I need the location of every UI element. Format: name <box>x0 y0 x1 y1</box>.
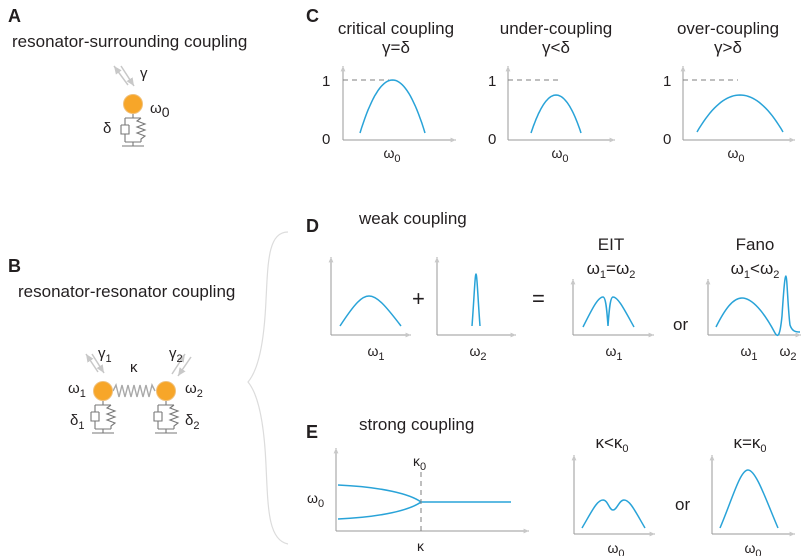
output-arrow-1 <box>91 353 105 374</box>
resonator-1-spectrum: ω1 <box>328 257 411 363</box>
resonator-a-diagram: γ ω0 δ <box>103 65 170 147</box>
resonator-ball-1 <box>93 381 113 401</box>
damper-spring-1 <box>90 401 117 434</box>
panel-c: C critical coupling γ=δ 1 0 ω0 under-cou… <box>306 6 795 165</box>
omega1-label: ω1 <box>68 380 86 400</box>
panel-e: E strong coupling ω0 κ0 κ κ<κ0 ω0 or κ=κ… <box>306 415 795 556</box>
kappa0-marker: κ0 <box>413 453 426 473</box>
equals-sign: = <box>532 286 545 311</box>
plot-title: under-coupling <box>500 19 612 38</box>
panel-b: B resonator-resonator coupling γ1 γ2 κ ω… <box>8 231 289 545</box>
x-axis-label: ω1 <box>367 343 384 363</box>
plot-condition: γ=δ <box>382 38 410 57</box>
panel-a: A resonator-surrounding coupling γ ω0 δ <box>8 6 247 147</box>
condition-label: κ<κ0 <box>595 433 628 455</box>
grouping-brace <box>247 231 289 545</box>
plot-title: over-coupling <box>677 19 779 38</box>
gamma2-label: γ2 <box>169 345 183 365</box>
under-coupling-plot: under-coupling γ<δ 1 0 ω0 <box>488 19 615 165</box>
panel-b-title: resonator-resonator coupling <box>18 282 235 301</box>
y-tick-1: 1 <box>663 73 671 90</box>
x-axis-label: ω0 <box>551 145 568 165</box>
resonator-2-spectrum: ω2 <box>434 257 516 363</box>
panel-a-title: resonator-surrounding coupling <box>12 32 247 51</box>
omega2-label: ω2 <box>185 380 203 400</box>
critical-coupling-plot: critical coupling γ=δ 1 0 ω0 <box>322 19 456 165</box>
panel-d-letter: D <box>306 216 319 236</box>
panel-a-letter: A <box>8 6 21 26</box>
transmission-curve <box>530 94 582 134</box>
panel-d-title: weak coupling <box>358 209 467 228</box>
plot-title: critical coupling <box>338 19 454 38</box>
upper-branch <box>337 484 422 503</box>
fano-title: Fano <box>736 235 775 254</box>
delta2-label: δ2 <box>185 412 199 432</box>
lorentzian-curve-1 <box>339 295 402 327</box>
fano-condition: ω1<ω2 <box>731 259 780 281</box>
plus-sign: + <box>412 286 425 311</box>
x-axis-label: ω0 <box>744 540 761 556</box>
condition-label: κ=κ0 <box>733 433 766 455</box>
coupling-spring <box>112 382 156 398</box>
input-arrow <box>113 65 129 86</box>
delta-label: δ <box>103 120 111 137</box>
fano-curve <box>715 275 801 337</box>
omega-label: ω0 <box>150 100 170 120</box>
y-axis-label: ω0 <box>307 490 324 510</box>
panel-d: D weak coupling ω1 + ω2 = EIT ω1=ω2 ω1 o… <box>306 209 801 363</box>
eit-condition: ω1=ω2 <box>587 259 636 281</box>
gamma1-label: γ1 <box>98 345 112 365</box>
y-tick-0: 0 <box>488 131 496 148</box>
eit-spectrum: EIT ω1=ω2 ω1 <box>570 235 654 363</box>
x-axis-label: ω1 <box>605 343 622 363</box>
x-axis-label: ω0 <box>383 145 400 165</box>
resonator-ball <box>123 94 143 114</box>
delta1-label: δ1 <box>70 412 84 432</box>
x-axis-label: ω0 <box>607 540 624 556</box>
coupled-resonators-diagram: γ1 γ2 κ ω1 ω2 δ1 δ2 <box>68 345 203 434</box>
resonator-ball-2 <box>156 381 176 401</box>
x-axis-label-1: ω1 <box>740 343 757 363</box>
flat-top-peak-curve <box>719 469 779 529</box>
damper-spring <box>120 114 147 147</box>
y-tick-1: 1 <box>322 73 330 90</box>
panel-c-letter: C <box>306 6 319 26</box>
kappa-critical-spectrum: κ=κ0 ω0 <box>709 433 795 556</box>
transmission-curve <box>359 79 426 134</box>
kappa-below-critical-spectrum: κ<κ0 ω0 <box>571 433 655 556</box>
or-label: or <box>675 495 690 514</box>
panel-e-letter: E <box>306 422 318 442</box>
fano-spectrum: Fano ω1<ω2 ω1 ω2 <box>705 235 801 363</box>
eit-title: EIT <box>598 235 624 254</box>
lower-branch <box>337 501 422 520</box>
x-axis-label: κ <box>417 538 425 554</box>
mode-splitting-plot: ω0 κ0 κ <box>307 448 529 554</box>
plot-condition: γ<δ <box>542 38 570 57</box>
narrow-lorentzian-curve <box>471 273 481 327</box>
output-arrow-2 <box>177 356 192 377</box>
input-arrow-1 <box>85 353 99 373</box>
transmission-curve <box>696 94 784 133</box>
x-axis-label: ω2 <box>469 343 486 363</box>
x-axis-label-2: ω2 <box>779 343 796 363</box>
y-tick-1: 1 <box>488 73 496 90</box>
y-tick-0: 0 <box>663 131 671 148</box>
gamma-label: γ <box>140 65 148 82</box>
panel-b-letter: B <box>8 256 21 276</box>
kappa-label: κ <box>130 359 138 376</box>
y-tick-0: 0 <box>322 131 330 148</box>
output-arrow <box>120 65 135 87</box>
x-axis-label: ω0 <box>727 145 744 165</box>
plot-condition: γ>δ <box>714 38 742 57</box>
damper-spring-2 <box>153 401 180 434</box>
split-peak-curve <box>581 499 646 529</box>
over-coupling-plot: over-coupling γ>δ 1 0 ω0 <box>663 19 795 165</box>
input-arrow-2 <box>171 353 186 375</box>
eit-curve <box>582 296 635 328</box>
panel-e-title: strong coupling <box>359 415 474 434</box>
or-label: or <box>673 315 688 334</box>
